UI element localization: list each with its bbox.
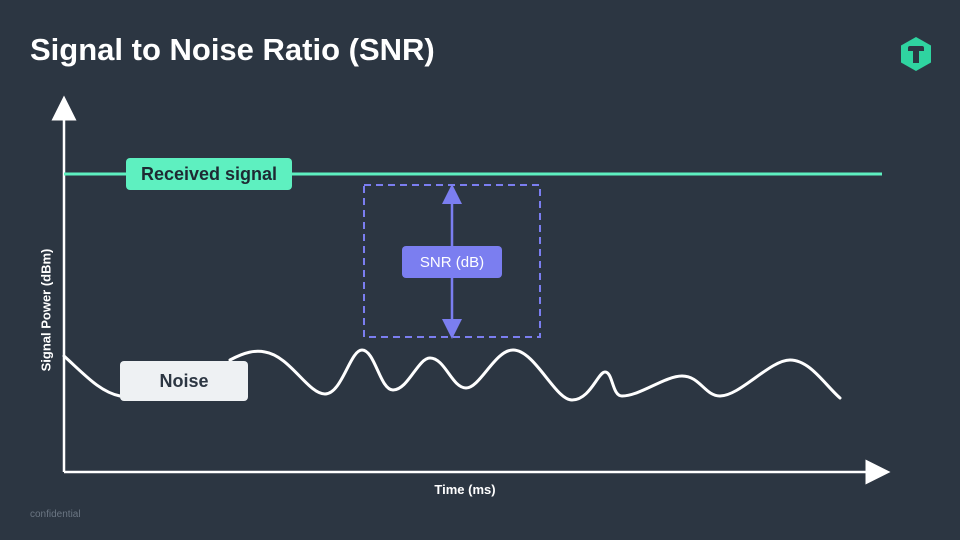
logo-icon [901, 37, 931, 71]
x-axis-label: Time (ms) [434, 482, 496, 497]
snr-label: SNR (dB) [402, 246, 502, 278]
noise-curve [62, 348, 842, 402]
received-signal-label: Received signal [126, 158, 292, 190]
footer-confidential: confidential [30, 509, 81, 520]
page-title: Signal to Noise Ratio (SNR) [30, 32, 435, 67]
y-axis-label: Signal Power (dBm) [38, 248, 54, 372]
noise-label: Noise [120, 361, 248, 401]
